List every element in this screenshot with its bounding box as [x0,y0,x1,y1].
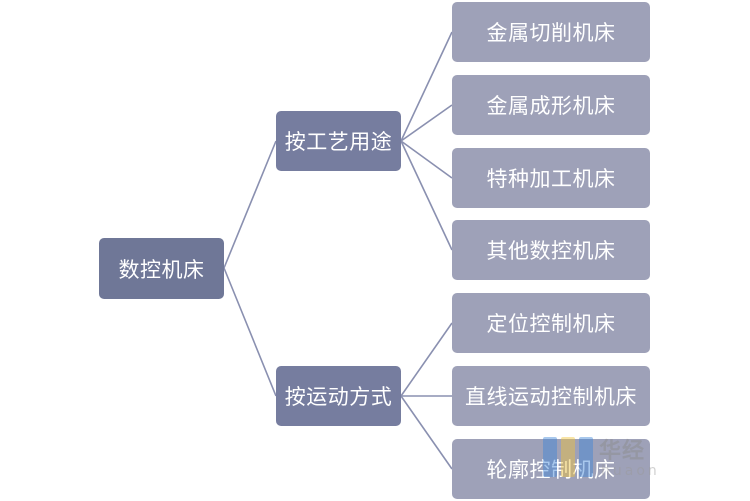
root-node: 数控机床 [99,238,224,299]
leaf-node-label: 金属切削机床 [486,21,616,45]
leaf-node-label: 其他数控机床 [486,239,616,263]
leaf-node-label: 金属成形机床 [486,94,616,118]
root-node-label: 数控机床 [118,257,205,282]
leaf-node-label: 特种加工机床 [486,167,616,191]
branch-node-label: 按工艺用途 [284,130,393,154]
leaf-node: 金属切削机床 [452,2,650,62]
leaf-node: 定位控制机床 [452,293,650,353]
leaf-node: 轮廓控制机床 [452,439,650,499]
leaf-node-label: 轮廓控制机床 [486,458,616,482]
connector-branch-2-leaf-5 [400,322,453,397]
leaf-node: 金属成形机床 [452,75,650,135]
leaf-node-label: 直线运动控制机床 [465,385,637,409]
leaf-node: 特种加工机床 [452,148,650,208]
connector-branch-1-leaf-1 [400,31,453,142]
connector-branch-1-leaf-2 [400,104,453,142]
branch-node-process-use: 按工艺用途 [276,111,401,171]
connector-branch-1-leaf-3 [400,140,453,179]
branch-node-label: 按运动方式 [284,385,393,409]
leaf-node: 其他数控机床 [452,220,650,280]
branch-node-motion-mode: 按运动方式 [276,366,401,426]
connector-root-branch-2 [223,267,277,397]
connector-branch-1-leaf-4 [400,140,453,251]
connector-branch-2-leaf-7 [400,395,453,470]
leaf-node-label: 定位控制机床 [486,312,616,336]
connector-root-branch-1 [223,140,277,269]
leaf-node: 直线运动控制机床 [452,366,650,426]
